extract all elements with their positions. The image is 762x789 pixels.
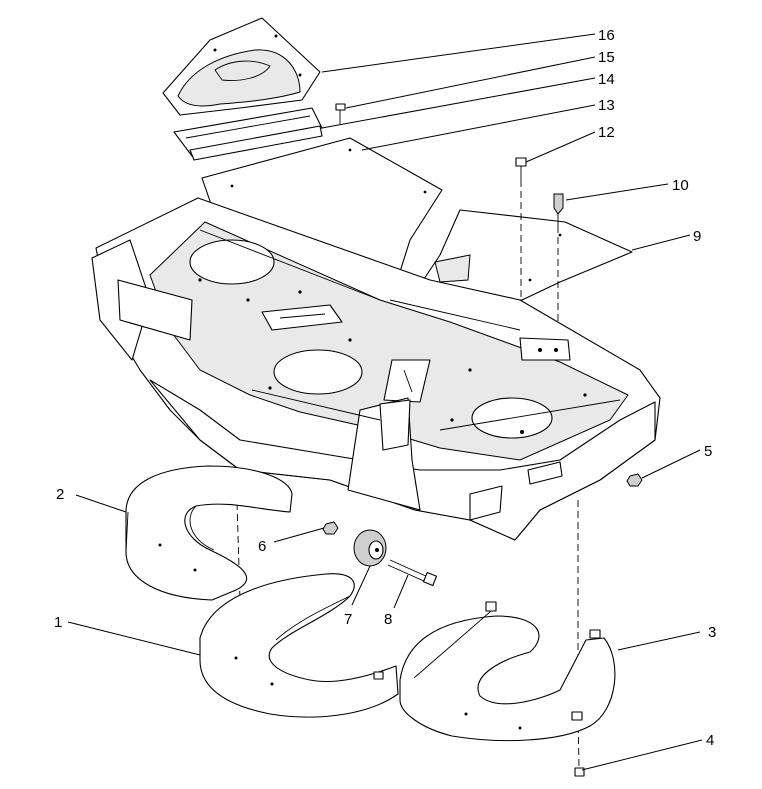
part-1-center-baffle [199, 573, 399, 718]
callout-4: 4 [706, 732, 714, 749]
leader-6 [273, 527, 325, 543]
part-10-latch [553, 193, 564, 370]
leader-14 [321, 77, 596, 129]
callout-16: 16 [598, 27, 615, 44]
callout-5: 5 [704, 443, 712, 460]
leader-15 [345, 56, 596, 109]
leader-2 [75, 494, 127, 513]
leader-13 [361, 104, 596, 151]
leader-5 [641, 449, 701, 479]
leader-12 [525, 131, 596, 163]
leader-4 [581, 739, 703, 771]
part-6-nut [322, 521, 339, 535]
leader-7 [351, 565, 371, 606]
leader-16 [321, 33, 596, 73]
leader-1 [67, 621, 201, 656]
leader-3 [617, 631, 701, 651]
part-2-left-baffle [125, 465, 293, 601]
callout-15: 15 [598, 49, 615, 66]
part-5-nut [626, 473, 643, 487]
callout-1: 1 [54, 614, 62, 631]
callout-8: 8 [384, 611, 392, 628]
part-15-screw [335, 103, 346, 124]
callout-3: 3 [708, 624, 716, 641]
callout-9: 9 [693, 228, 701, 245]
callout-10: 10 [672, 177, 689, 194]
leader-9 [631, 234, 691, 251]
callout-12: 12 [598, 124, 615, 141]
part-14-bracket [173, 107, 323, 161]
main-deck-housing [91, 197, 661, 541]
callout-13: 13 [598, 97, 615, 114]
leader-10 [565, 183, 669, 201]
part-4-bolt [574, 767, 585, 777]
part-3-right-baffle [399, 601, 616, 742]
callout-2: 2 [56, 486, 64, 503]
part-7-roller [353, 529, 387, 567]
callout-14: 14 [598, 71, 615, 88]
part-8-bolt [387, 559, 438, 587]
callout-7: 7 [344, 611, 352, 628]
callout-6: 6 [258, 538, 266, 555]
callout-labels: 16 15 14 13 12 10 9 5 2 6 7 8 1 3 4 [54, 27, 716, 749]
part-9-side-plate [419, 209, 633, 301]
part-16-top-cover [162, 17, 321, 116]
leader-lines [67, 33, 703, 771]
leader-8 [393, 574, 409, 609]
